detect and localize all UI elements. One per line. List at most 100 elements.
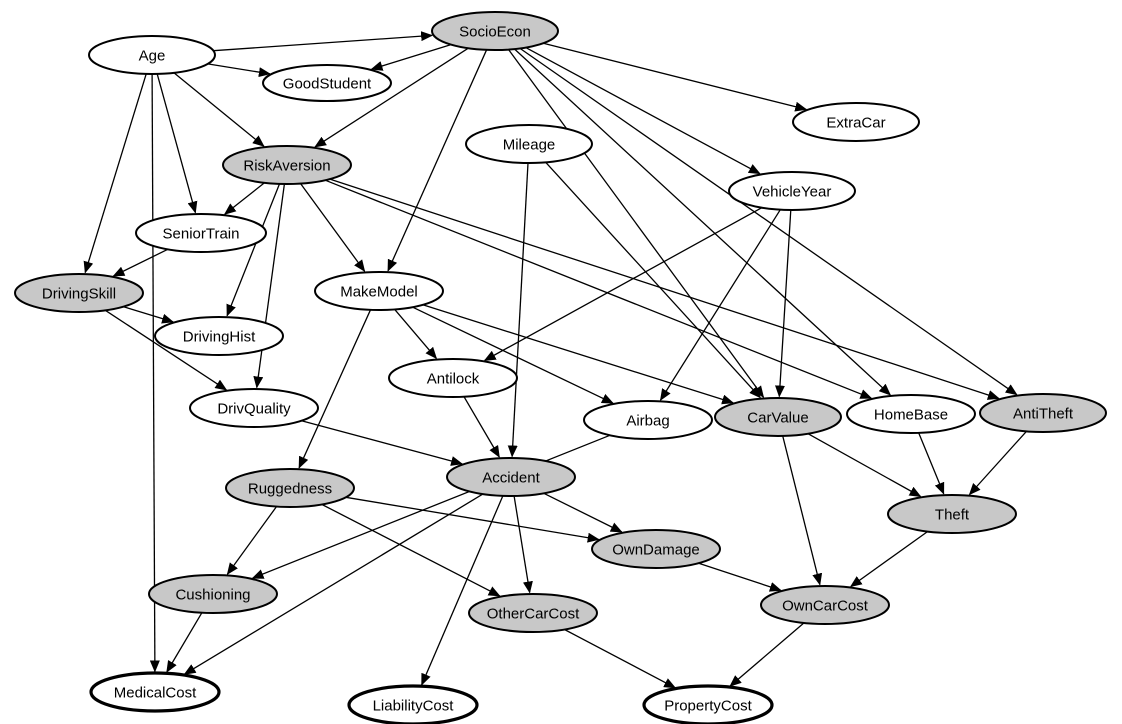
node-label-age: Age [139,48,166,65]
edge-make-model-to-ruggedness [298,309,372,469]
edge-accident-to-other-car-cost [513,495,533,594]
node-label-good-student: GoodStudent [283,76,372,93]
node-label-own-damage: OwnDamage [612,542,700,559]
edge-socio-econ-to-car-value [508,49,765,399]
node-label-other-car-cost: OtherCarCost [487,606,580,623]
node-ellipse-driving-skill [14,273,144,313]
node-antilock: Antilock [388,358,518,398]
edge-risk-aversion-to-senior-train [223,182,265,215]
node-ruggedness: Ruggedness [225,468,355,508]
edge-socio-econ-to-home-base [514,48,892,396]
node-driv-quality: DrivQuality [189,388,319,428]
node-label-car-value: CarValue [747,410,808,427]
node-ellipse-medical-cost [89,671,221,713]
node-ellipse-vehicle-year [728,171,856,211]
node-label-senior-train: SeniorTrain [163,226,240,243]
edge-socio-econ-to-risk-aversion [314,47,469,148]
node-ellipse-mileage [465,124,593,164]
node-ellipse-airbag [583,400,713,440]
edge-risk-aversion-to-anti-theft [329,178,1000,400]
node-own-damage: OwnDamage [591,529,721,569]
edge-accident-to-liability-cost [421,495,504,686]
edge-accident-to-own-damage [543,492,623,533]
edge-make-model-to-antilock [394,308,438,360]
node-ellipse-car-value [714,397,842,437]
node-label-liability-cost: LiabilityCost [373,698,455,715]
node-label-socio-econ: SocioEcon [459,24,531,41]
edge-age-to-driving-skill [83,73,147,274]
node-mileage: Mileage [465,124,593,164]
node-label-mileage: Mileage [503,137,556,154]
edge-mileage-to-accident [507,162,529,458]
node-good-student: GoodStudent [262,64,392,102]
node-ellipse-make-model [314,271,444,311]
edge-socio-econ-to-make-model [387,49,488,272]
edge-driving-skill-to-driv-quality [104,309,228,391]
node-vehicle-year: VehicleYear [728,171,856,211]
node-own-car-cost: OwnCarCost [760,585,890,625]
node-label-anti-theft: AntiTheft [1013,406,1074,423]
edge-vehicle-year-to-car-value [774,209,792,398]
edge-antilock-to-accident [463,396,500,458]
node-ellipse-extra-car [792,102,920,142]
node-label-medical-cost: MedicalCost [114,685,197,702]
node-label-cushioning: Cushioning [175,587,250,604]
node-ellipse-risk-aversion [222,145,352,185]
node-label-airbag: Airbag [626,413,669,430]
edge-age-to-good-student [207,63,271,78]
node-ellipse-other-car-cost [468,593,598,633]
edge-socio-econ-to-vehicle-year [525,47,761,175]
node-anti-theft: AntiTheft [979,393,1107,433]
edge-own-damage-to-own-car-cost [698,562,782,592]
node-label-antilock: Antilock [427,371,480,388]
node-ellipse-antilock [388,358,518,398]
edge-cushioning-to-medical-cost [166,612,203,673]
node-ellipse-socio-econ [431,11,559,51]
node-other-car-cost: OtherCarCost [468,593,598,633]
node-medical-cost: MedicalCost [89,671,221,713]
node-driving-hist: DrivingHist [154,316,284,356]
node-label-driving-hist: DrivingHist [183,329,256,346]
node-ellipse-driving-hist [154,316,284,356]
node-ellipse-anti-theft [979,393,1107,433]
node-ellipse-liability-cost [347,684,479,724]
node-ellipse-own-damage [591,529,721,569]
edge-driv-quality-to-accident [301,420,464,466]
node-property-cost: PropertyCost [642,684,774,724]
edge-risk-aversion-to-home-base [324,179,873,399]
edge-ruggedness-to-cushioning [226,506,278,576]
edge-vehicle-year-to-airbag [659,209,781,401]
node-ellipse-home-base [846,394,976,434]
node-label-make-model: MakeModel [340,284,418,301]
node-senior-train: SeniorTrain [135,213,267,253]
edge-make-model-to-car-value [422,304,735,405]
edge-age-to-medical-cost [149,73,160,673]
edge-age-to-risk-aversion [173,72,265,147]
edge-age-to-senior-train [156,73,198,214]
edge-car-value-to-own-car-cost [782,435,823,586]
edge-make-model-to-airbag [412,306,614,404]
edge-mileage-to-car-value [545,161,761,399]
edge-risk-aversion-to-make-model [300,183,366,273]
node-car-value: CarValue [714,397,842,437]
node-label-extra-car: ExtraCar [826,115,885,132]
edge-other-car-cost-to-property-cost [564,628,677,689]
node-label-property-cost: PropertyCost [664,698,752,715]
edge-theft-to-own-car-cost [849,531,928,588]
edge-risk-aversion-to-driv-quality [253,183,286,389]
node-airbag: Airbag [583,400,713,440]
node-accident: Accident [446,457,576,497]
node-make-model: MakeModel [314,271,444,311]
edge-anti-theft-to-theft [968,430,1027,496]
node-ellipse-property-cost [642,684,774,724]
edge-vehicle-year-to-antilock [483,207,763,362]
node-ellipse-good-student [262,64,392,102]
node-ellipse-driv-quality [189,388,319,428]
edges-layer [83,31,1027,689]
edge-accident-to-medical-cost [183,493,484,675]
node-label-accident: Accident [482,470,540,487]
node-label-driving-skill: DrivingSkill [42,286,116,303]
edge-own-car-cost-to-property-cost [729,622,805,687]
edge-risk-aversion-to-driving-hist [226,183,281,317]
edge-socio-econ-to-extra-car [543,42,808,112]
